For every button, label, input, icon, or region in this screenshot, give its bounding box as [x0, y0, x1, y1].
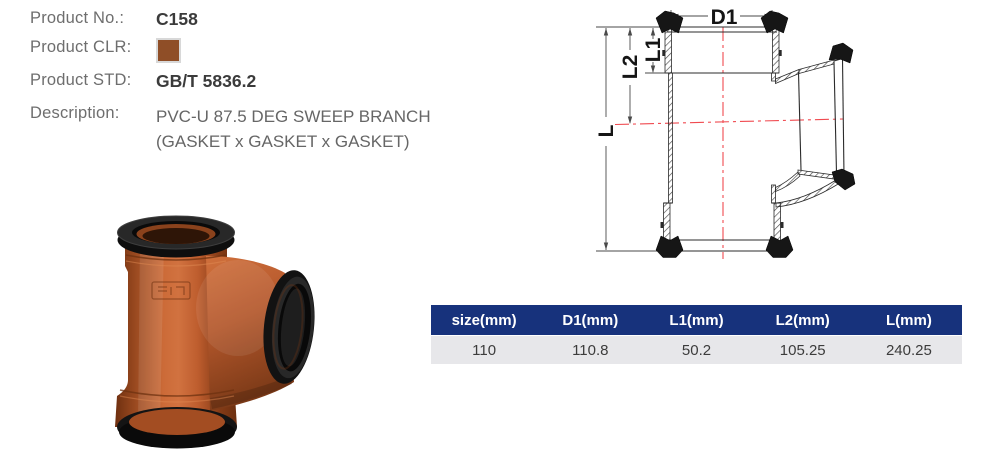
gasket-caps	[655, 10, 856, 258]
cell-l: 240.25	[885, 341, 932, 359]
product-clr-row: Product CLR:	[30, 38, 181, 63]
spec-table-header: size(mm) D1(mm) L1(mm) L2(mm) L(mm)	[431, 305, 962, 336]
dim-label-d1: D1	[711, 6, 738, 29]
gasket-cap-top-left	[655, 10, 684, 34]
embossed-logo	[151, 281, 191, 300]
elbow-highlight	[196, 260, 280, 356]
col-header-size: size(mm)	[451, 311, 517, 329]
product-no-value: C158	[156, 9, 198, 29]
bottom-gasket-ring	[117, 407, 237, 449]
cell-size: 110	[472, 341, 497, 359]
pipe-outline	[660, 26, 784, 252]
centerlines	[614, 27, 844, 259]
product-no-row: Product No.: C158	[30, 9, 198, 30]
spec-table-row: 110 110.8 50.2 105.25 240.25	[431, 336, 962, 364]
product-color-swatch	[156, 38, 181, 63]
body-highlight	[138, 242, 164, 424]
gasket-cap-branch-bottom	[831, 168, 856, 191]
gasket-cap-bottom-right	[765, 235, 794, 258]
product-no-label: Product No.:	[30, 9, 125, 27]
product-std-label: Product STD:	[30, 71, 132, 89]
col-header-d1: D1(mm)	[562, 311, 619, 329]
description-line-1: PVC-U 87.5 DEG SWEEP BRANCH	[156, 107, 431, 126]
top-gasket-ring	[117, 215, 235, 258]
fitting-body	[115, 238, 237, 427]
dim-label-l1: L1	[642, 37, 665, 62]
cell-l2: 105.25	[779, 341, 826, 359]
product-std-value: GB/T 5836.2	[156, 71, 257, 91]
product-description-row: Description: PVC-U 87.5 DEG SWEEP BRANCH…	[30, 104, 431, 154]
dim-label-l: L	[595, 124, 618, 137]
branch-gasket-ring	[263, 270, 315, 384]
col-header-l1: L1(mm)	[669, 311, 724, 329]
gasket-cap-branch-top	[828, 42, 854, 64]
gasket-cap-bottom-left	[655, 235, 684, 258]
branch-centerline	[614, 118, 844, 126]
description-line-2: (GASKET x GASKET x GASKET)	[156, 132, 410, 151]
product-description-label: Description:	[30, 104, 120, 122]
product-clr-label: Product CLR:	[30, 38, 132, 56]
branch-underside-shadow	[210, 376, 292, 409]
gasket-cap-top-right	[760, 10, 789, 34]
col-header-l2: L2(mm)	[775, 311, 830, 329]
technical-drawing: D1 L1 L2 L	[595, 6, 856, 259]
dimension-lines	[596, 10, 773, 252]
socket-ridges	[119, 254, 235, 403]
product-std-row: Product STD: GB/T 5836.2	[30, 71, 256, 92]
spec-table: size(mm) D1(mm) L1(mm) L2(mm) L(mm) 110 …	[431, 305, 962, 364]
cell-l1: 50.2	[681, 341, 712, 359]
dim-label-l2: L2	[619, 55, 642, 80]
product-description-value: PVC-U 87.5 DEG SWEEP BRANCH (GASKET x GA…	[156, 104, 431, 154]
branch-outline	[775, 57, 845, 208]
col-header-l: L(mm)	[886, 311, 932, 329]
product-photo	[115, 215, 315, 449]
cell-d1: 110.8	[572, 341, 609, 359]
